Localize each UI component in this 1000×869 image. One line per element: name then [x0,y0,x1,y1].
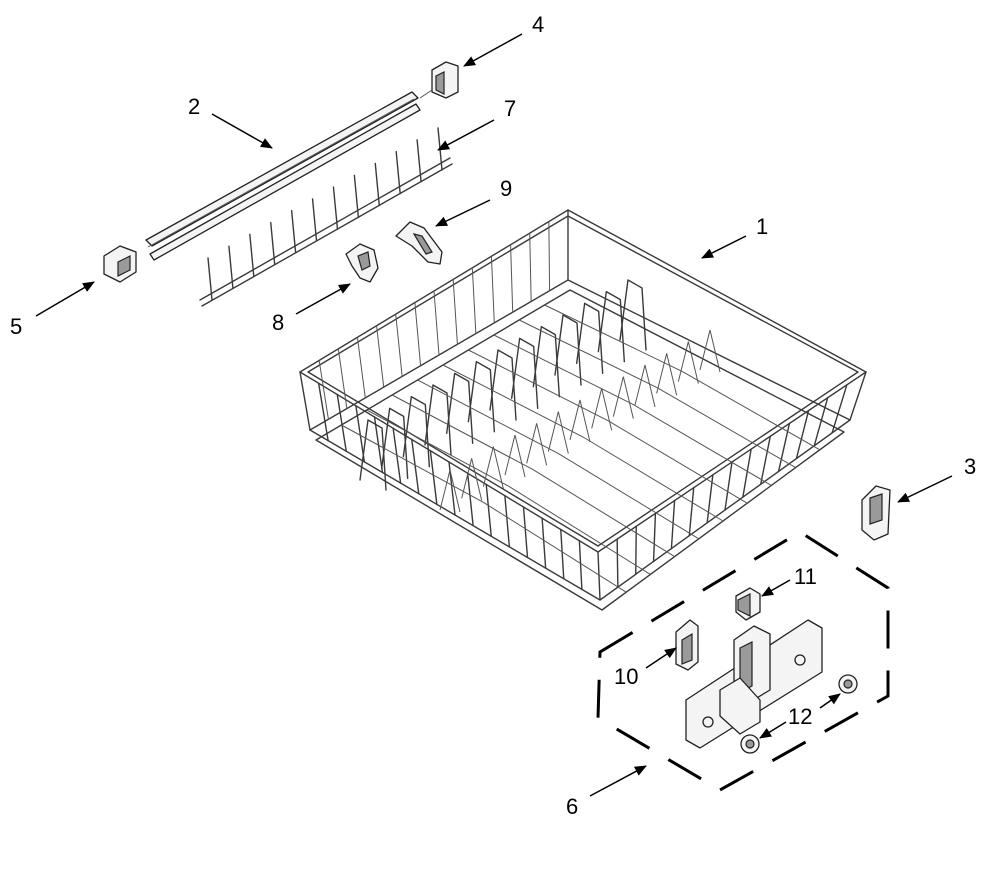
leader-7 [437,119,495,151]
wire-rack-basket-part [299,209,867,611]
callout-1: 1 [756,214,768,239]
clip-bracket-part [395,221,443,265]
leader-1 [701,235,747,259]
callout-2: 2 [188,94,200,119]
leader-3 [897,475,953,503]
callout-11: 11 [794,564,817,589]
callout-10: 10 [614,664,638,689]
leader-4 [463,33,523,67]
clip-part [345,243,379,283]
leader-10 [645,647,677,669]
callout-5: 5 [10,314,22,339]
callout-4: 4 [532,12,544,37]
rail-end-cap-top-part [419,61,459,99]
tine-row-part [199,127,453,307]
callout-7: 7 [504,96,516,121]
track-rail-part [145,91,421,261]
leader-lines [35,33,953,797]
callout-12: 12 [788,704,812,729]
leader-9 [435,199,491,227]
leader-11 [761,579,791,597]
leader-5 [35,281,95,317]
callout-8: 8 [272,310,284,335]
leader-2 [211,113,273,149]
leader-6 [589,765,647,797]
leader-12b [759,721,787,739]
side-clip-part [861,485,891,541]
rail-end-cap-bottom-part [103,245,137,283]
callout-9: 9 [500,176,512,201]
adjuster-assembly-group [596,530,890,792]
leader-8 [295,283,351,315]
callout-labels: 1 2 3 4 5 6 7 8 9 10 11 12 [10,12,976,819]
leader-12a [819,693,841,709]
callout-6: 6 [566,794,578,819]
callout-3: 3 [964,454,976,479]
